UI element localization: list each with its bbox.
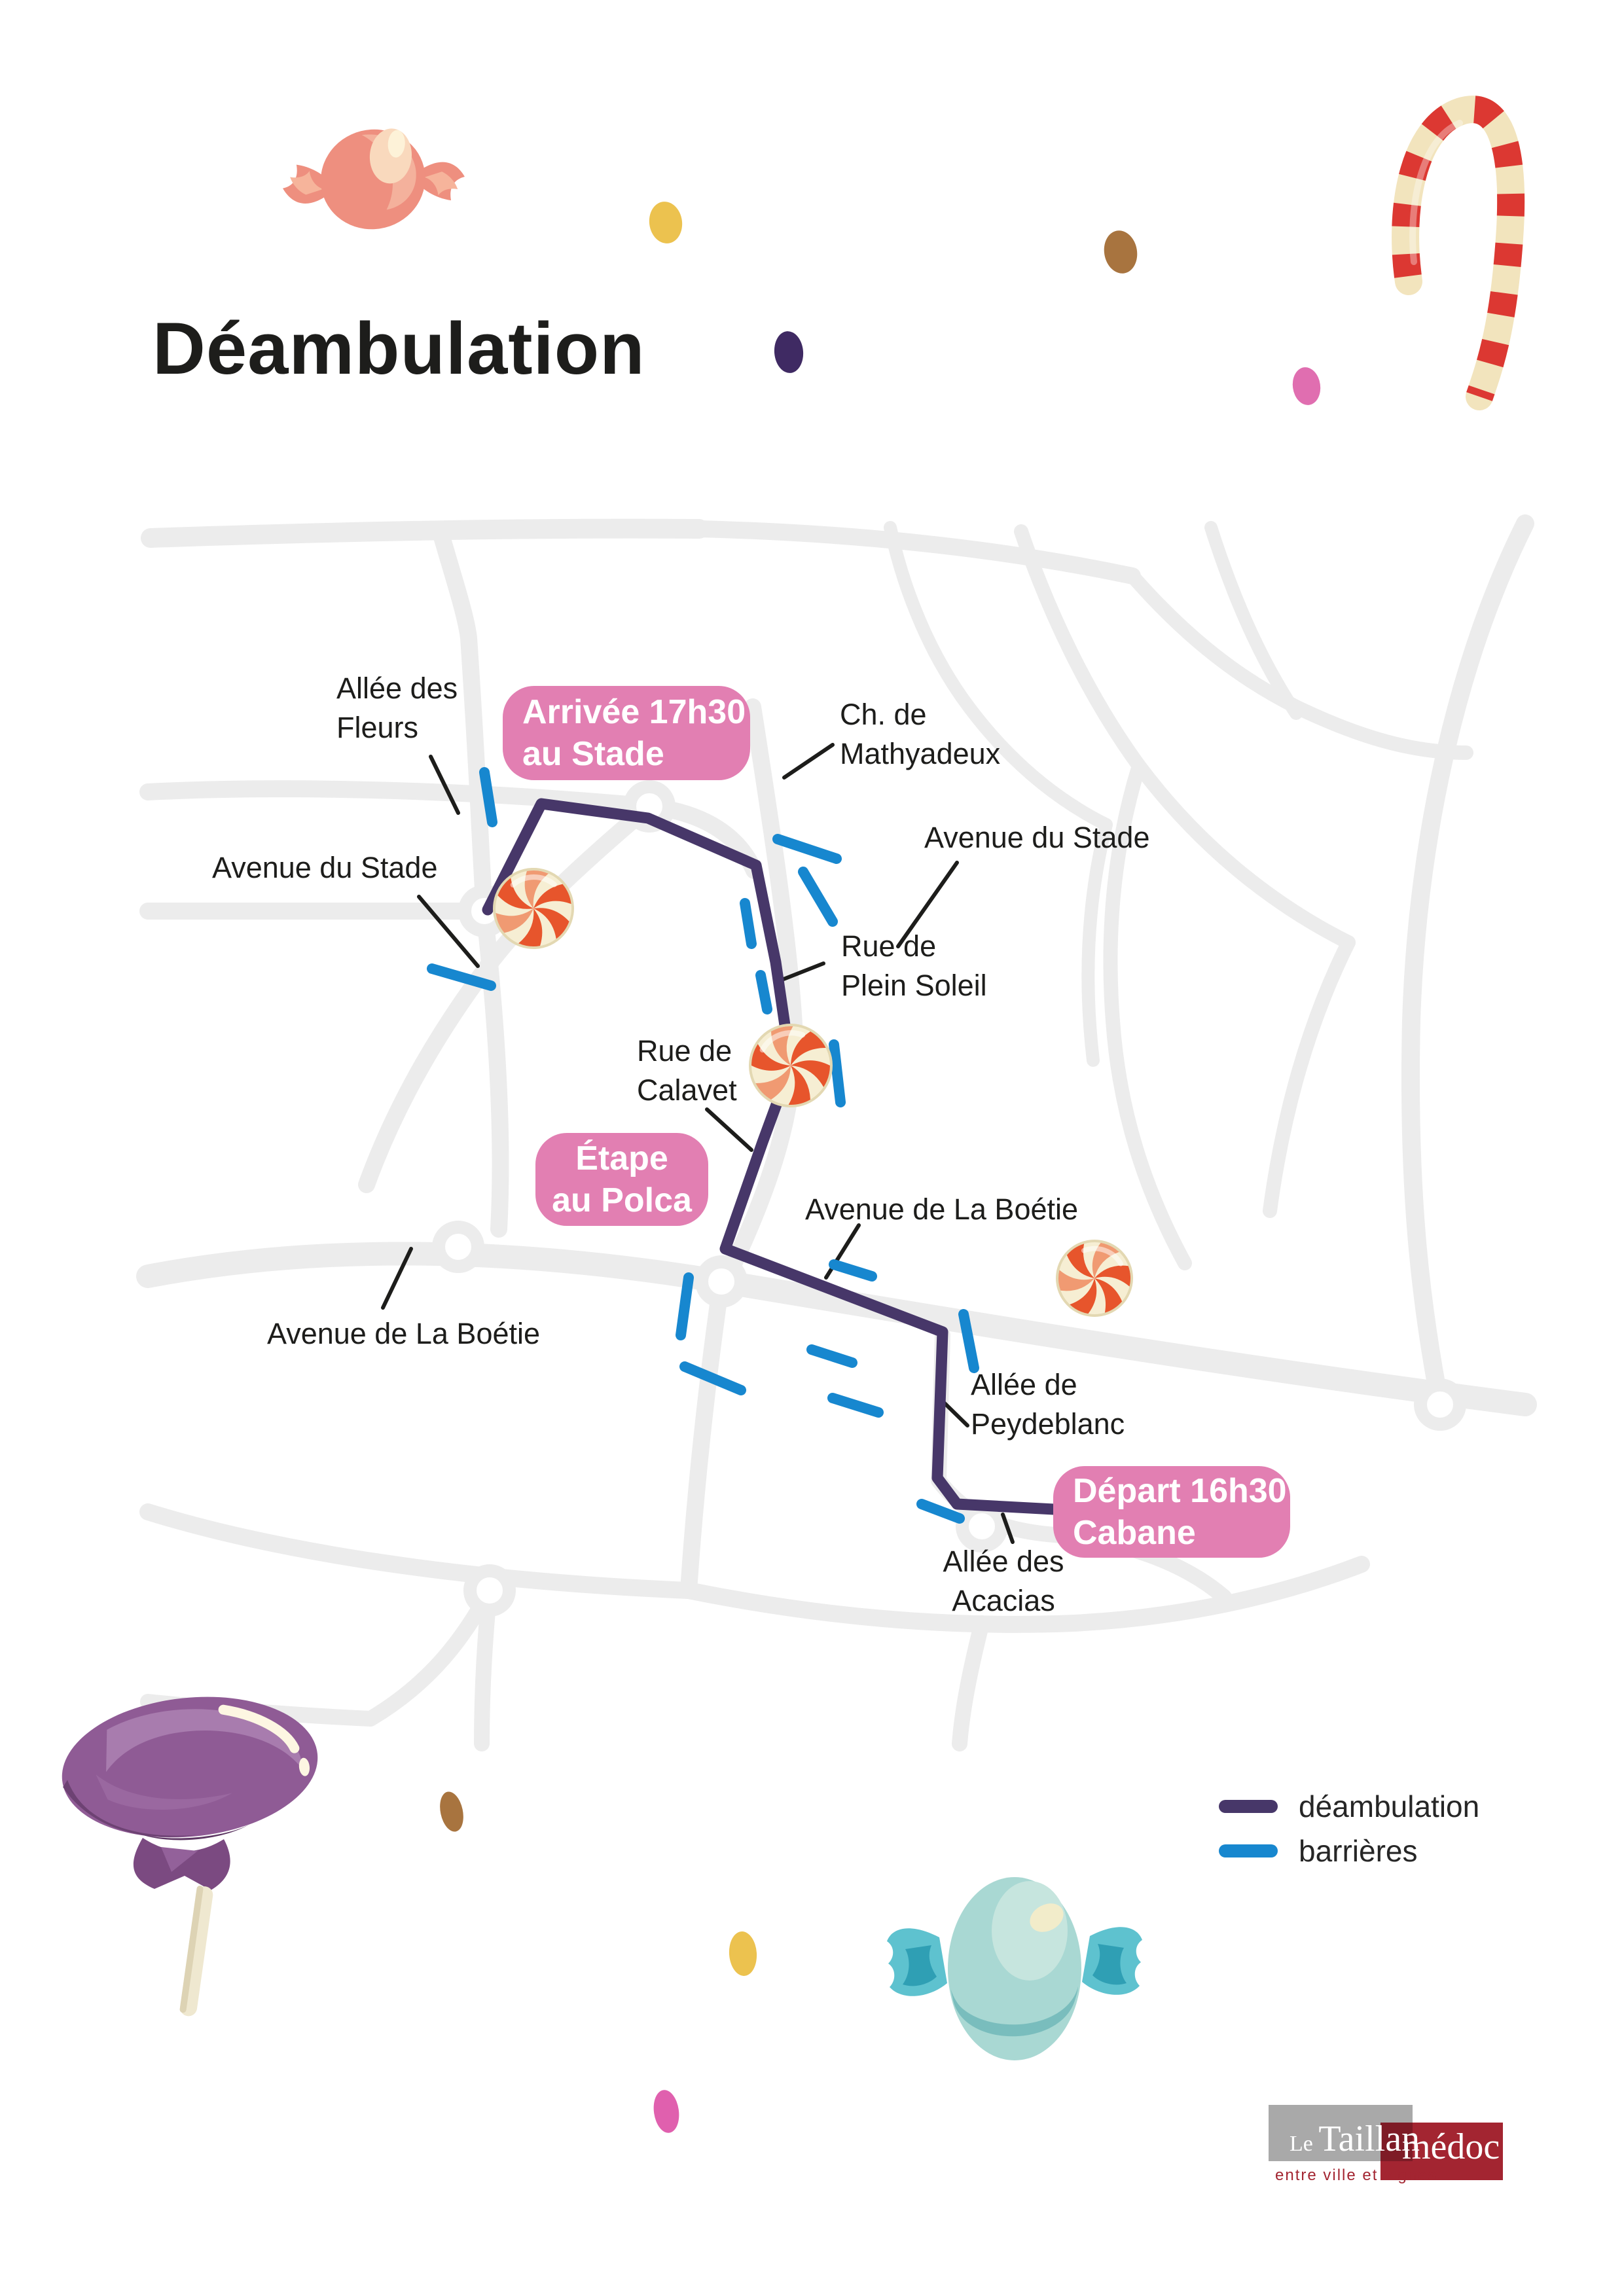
street-label: Avenue de La Boétie bbox=[267, 1317, 541, 1350]
barrier-line bbox=[798, 867, 838, 927]
roundabout-icon bbox=[956, 1500, 1008, 1552]
street-road bbox=[139, 1503, 697, 1599]
street-road bbox=[680, 1556, 1370, 1633]
label-pointer-line bbox=[705, 1107, 753, 1152]
street-label: Allée des Fleurs bbox=[336, 672, 458, 744]
label-pointer-line bbox=[1001, 1513, 1015, 1544]
logo-name-right: médoc bbox=[1402, 2126, 1500, 2167]
logo-tagline: entre ville et vignes bbox=[1275, 2166, 1437, 2184]
street-label: Avenue du Stade bbox=[924, 821, 1150, 854]
street-road bbox=[1204, 521, 1303, 720]
wrapped-candy-icon bbox=[282, 128, 465, 230]
roundabout-icon bbox=[695, 1255, 748, 1308]
logo-name-left: Le Taillan bbox=[1290, 2119, 1420, 2159]
barrier-line bbox=[806, 1344, 857, 1368]
street-label: Allée de Peydeblanc bbox=[971, 1368, 1125, 1441]
peppermint-candies bbox=[493, 868, 1133, 1317]
barrier-line bbox=[827, 1393, 884, 1418]
peppermint-candy-icon bbox=[749, 1024, 833, 1107]
barrier-line bbox=[427, 963, 496, 991]
street-road bbox=[141, 518, 709, 548]
page-title: Déambulation bbox=[153, 308, 645, 389]
barrier-line bbox=[755, 970, 772, 1014]
barrier-line bbox=[958, 1309, 979, 1373]
street-road bbox=[1103, 759, 1192, 1270]
street-road bbox=[1263, 935, 1356, 1218]
peppermint-candy-icon bbox=[1056, 1240, 1133, 1317]
street-road bbox=[952, 1615, 990, 1751]
street-road bbox=[884, 521, 1113, 831]
legend: déambulation barrières bbox=[1219, 1784, 1479, 1873]
street-road bbox=[358, 798, 658, 1193]
teal-candy-icon bbox=[887, 1877, 1142, 2060]
street-road bbox=[139, 780, 658, 815]
street-label: Allée des Acacias bbox=[943, 1545, 1064, 1617]
stop-label: Étape au Polca bbox=[535, 1133, 708, 1226]
legend-item-barrier: barrières bbox=[1219, 1829, 1479, 1873]
barrier-line bbox=[829, 1259, 877, 1282]
street-road bbox=[1081, 818, 1113, 1067]
label-pointer-line bbox=[429, 755, 460, 815]
barrier-line bbox=[479, 767, 497, 827]
roundabout-icon bbox=[1414, 1378, 1466, 1431]
roundabout-icon bbox=[463, 1564, 516, 1617]
label-pointer-line bbox=[896, 861, 959, 948]
barrier-line bbox=[740, 898, 757, 949]
stop-label: Départ 16h30 Cabane bbox=[1053, 1466, 1290, 1558]
street-label: Ch. de Mathyadeux bbox=[840, 698, 1001, 770]
street-road bbox=[136, 1242, 1537, 1416]
street-label: Rue de Calavet bbox=[637, 1034, 737, 1107]
barrier-line bbox=[916, 1499, 965, 1524]
candy-cane-icon bbox=[1392, 96, 1525, 410]
roundabout-icon bbox=[432, 1221, 484, 1273]
label-pointer-line bbox=[778, 961, 825, 982]
logo-overlap-block bbox=[1380, 2123, 1413, 2161]
street-label: Rue de Plein Soleil bbox=[841, 929, 987, 1002]
street-road bbox=[1125, 569, 1473, 760]
barrier-line-swatch bbox=[1219, 1844, 1278, 1857]
legend-label: déambulation bbox=[1299, 1789, 1480, 1823]
stop-label: Arrivée 17h30 au Stade bbox=[503, 686, 750, 780]
street-road bbox=[1014, 524, 1356, 950]
label-pointer-line bbox=[417, 895, 480, 968]
route-line-swatch bbox=[1219, 1800, 1278, 1813]
lollipop-icon bbox=[62, 1696, 318, 2017]
barrier-line bbox=[679, 1361, 746, 1395]
label-pointer-line bbox=[381, 1247, 413, 1310]
street-road bbox=[691, 520, 1141, 584]
barrier-line bbox=[676, 1272, 694, 1340]
town-logo: Le Taillan médoc entre ville et vignes bbox=[1263, 2094, 1538, 2212]
barrier-line bbox=[829, 1039, 846, 1107]
street-label: Avenue du Stade bbox=[212, 851, 438, 884]
label-pointer-line bbox=[782, 743, 835, 780]
street-road bbox=[680, 1273, 730, 1599]
barriers bbox=[427, 767, 979, 1524]
peppermint-candy-icon bbox=[493, 868, 574, 949]
legend-item-route: déambulation bbox=[1219, 1784, 1479, 1829]
street-road bbox=[431, 522, 493, 920]
street-network bbox=[136, 514, 1537, 1751]
legend-label: barrières bbox=[1299, 1834, 1418, 1868]
street-road bbox=[1401, 514, 1534, 1414]
barrier-line bbox=[772, 834, 842, 864]
street-label: Avenue de La Boétie bbox=[805, 1193, 1079, 1226]
